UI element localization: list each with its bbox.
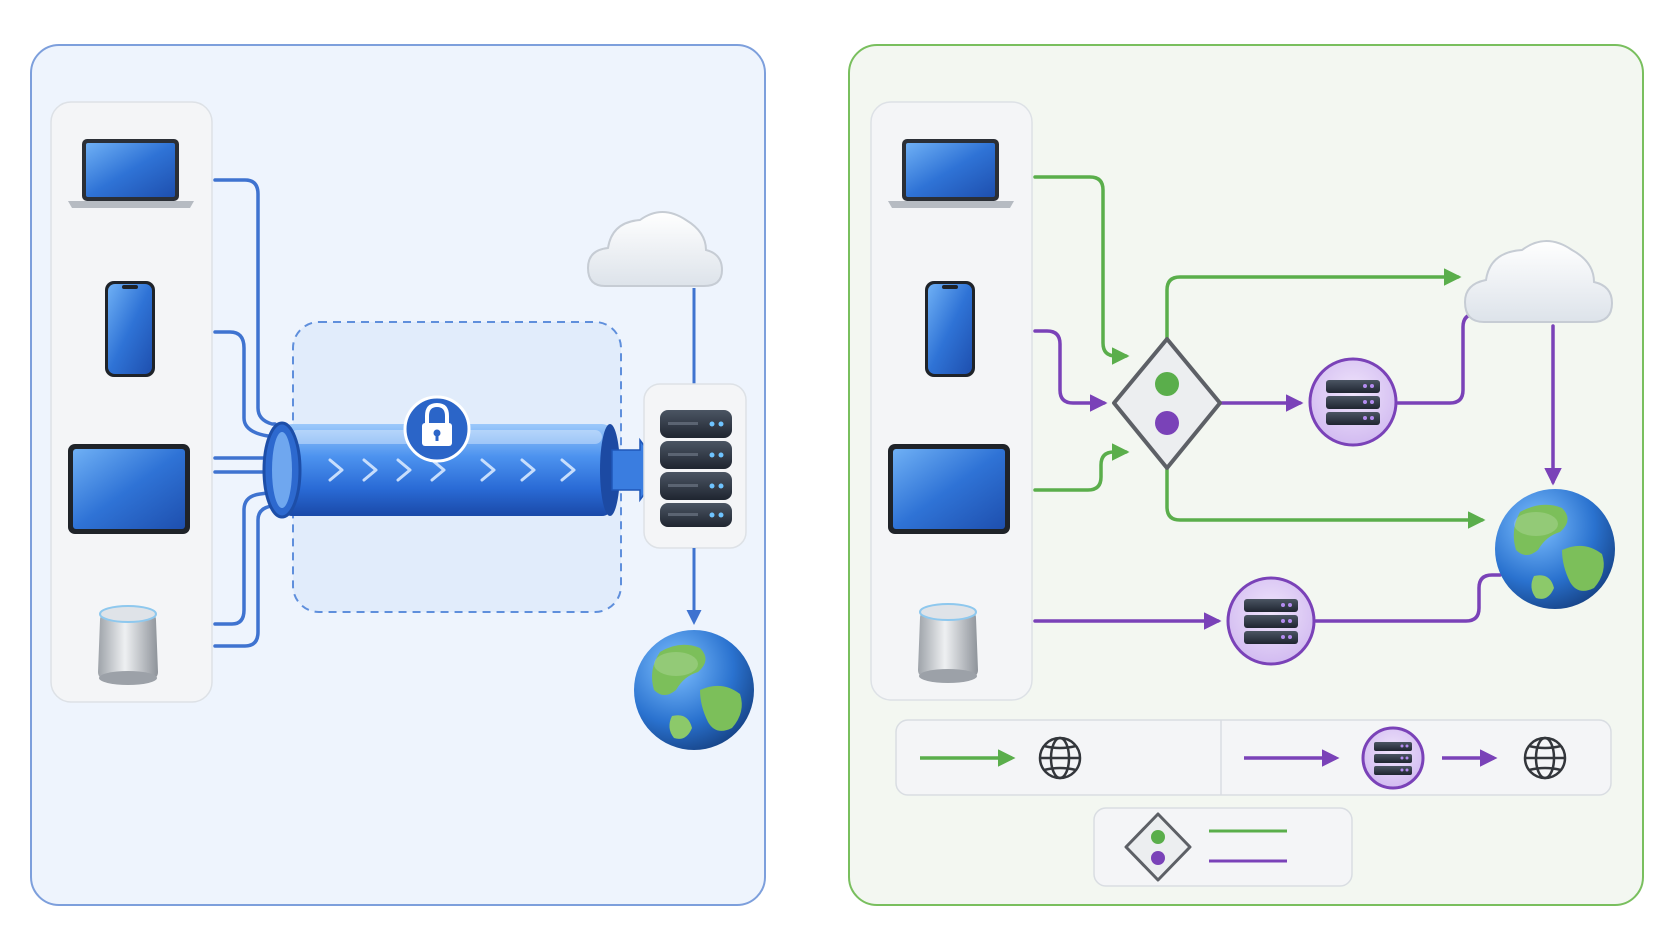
globe-outline-icon [1038,736,1082,780]
key-split-router-diamond-icon [1124,812,1192,882]
vpn-tunnel-tube [262,421,663,519]
speaker-connection-line-2 [213,504,277,648]
split-tunnel-panel-frame [848,44,1644,906]
left-device-column [50,101,213,703]
cloud-icon [586,211,724,287]
router-key [1093,807,1353,887]
router-green-indicator [1155,372,1179,396]
split-router-diamond-icon [1112,337,1222,470]
globe-icon [634,630,754,750]
vpn-server-badge-icon-lower [1226,576,1316,666]
vpn-server-icon [660,410,732,527]
tube-direction-chevrons [328,458,576,482]
laptop-direct-route [1033,175,1130,365]
full-tunnel-panel [30,44,766,906]
router-to-cloud-direct-route [1165,268,1462,343]
smart-speaker-icon-right [918,603,978,683]
lower-vpn-server-to-globe-route [1314,573,1502,623]
vpn-server-badge-icon [1308,357,1398,447]
smartphone-icon-right [925,281,975,377]
phone-connection-line [213,330,277,438]
cloud-icon-right [1463,240,1614,323]
tablet-icon [68,444,190,534]
speaker-connection-line-1 [213,490,277,626]
tablet-direct-route [1033,443,1130,492]
tablet-icon-right [888,444,1010,534]
router-purple-indicator [1155,411,1179,435]
laptop-icon-right [888,139,1014,208]
tube-right-end [600,424,620,516]
route-legend [895,719,1612,796]
globe-outline-icon-2 [1523,736,1567,780]
router-to-globe-direct-route [1165,464,1486,529]
right-device-column [870,101,1033,701]
phone-vpn-route [1033,329,1108,412]
smart-speaker-icon [98,605,158,685]
split-tunnel-panel [848,44,1644,906]
laptop-connection-line [213,178,277,426]
legend-vpn-server-badge-icon [1361,726,1425,790]
laptop-icon [68,139,194,208]
smartphone-icon [105,281,155,377]
lock-icon [403,395,471,463]
globe-icon-right [1495,489,1615,609]
